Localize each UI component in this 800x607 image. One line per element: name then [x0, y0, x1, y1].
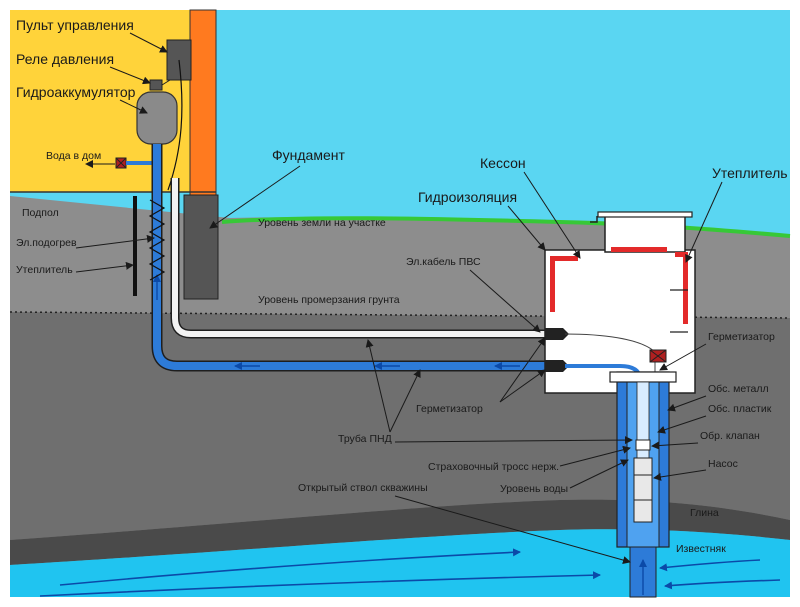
- leader-lines: [75, 32, 723, 564]
- accumulator-tank: [136, 91, 178, 145]
- label-foundation: Фундамент: [272, 147, 345, 163]
- label-underfloor: Подпол: [22, 207, 59, 219]
- labels: Пульт управления Реле давления Гидроакку…: [16, 17, 788, 555]
- label-water-to-house: Вода в дом: [46, 150, 101, 162]
- pipe-flow-arrows: [153, 274, 520, 370]
- caisson-valve: [649, 349, 667, 363]
- house-wall-column: [189, 9, 217, 196]
- foundation-block: [183, 194, 219, 300]
- label-safety-cable: Страховочный тросс нерж.: [428, 461, 559, 473]
- heating-coil: [148, 199, 166, 281]
- well-head: [609, 371, 677, 383]
- label-caisson: Кессон: [480, 155, 526, 171]
- pump: [633, 457, 653, 523]
- caisson-lid: [597, 211, 693, 218]
- clay-layer: [10, 499, 790, 565]
- label-control-panel: Пульт управления: [16, 17, 134, 33]
- limestone-water-layer: [10, 529, 790, 597]
- label-ground-level: Уровень земли на участке: [258, 217, 386, 229]
- house-valve: [115, 157, 155, 169]
- water-flow-lines: [39, 548, 781, 597]
- label-freezing-level: Уровень промерзания грунта: [258, 294, 400, 306]
- label-pipe: Труба ПНД: [338, 433, 392, 445]
- caisson-body: [544, 249, 696, 394]
- label-waterproofing: Гидроизоляция: [418, 189, 517, 205]
- caisson-insulation: [550, 247, 688, 324]
- label-limestone: Известняк: [676, 543, 726, 555]
- el-heating-bar: [133, 196, 137, 296]
- label-casing-metal: Обс. металл: [708, 383, 769, 395]
- label-cable: Эл.кабель ПВС: [406, 256, 481, 268]
- label-el-heating: Эл.подогрев: [16, 237, 77, 249]
- caisson-sealers: [545, 328, 569, 372]
- label-sealer-bottom: Герметизатор: [416, 403, 483, 415]
- label-accumulator: Гидроаккумулятор: [16, 84, 136, 100]
- label-casing-plastic: Обс. пластик: [708, 403, 772, 415]
- grass-line: [221, 216, 791, 238]
- check-valve: [635, 439, 651, 451]
- label-pump: Насос: [708, 458, 738, 470]
- label-pressure-relay: Реле давления: [16, 51, 114, 67]
- label-insulation-left: Утеплитель: [16, 264, 73, 276]
- label-sealer-top: Герметизатор: [708, 331, 775, 343]
- label-clay: Глина: [690, 507, 719, 519]
- label-water-level: Уровень воды: [500, 483, 568, 495]
- label-open-borehole: Открытый ствол скважины: [298, 482, 428, 494]
- pressure-relay-box: [149, 79, 163, 91]
- caisson-neck: [604, 214, 686, 253]
- label-insulation-right: Утеплитель: [712, 165, 788, 181]
- label-check-valve: Обр. клапан: [700, 430, 760, 442]
